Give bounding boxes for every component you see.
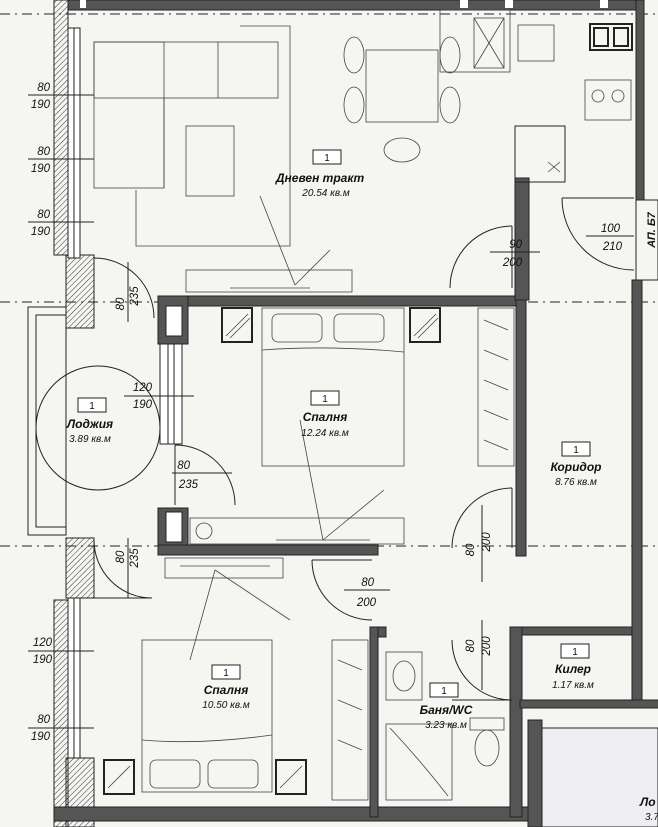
room-name: Лоджия — [66, 417, 113, 431]
dim-h: 190 — [33, 654, 53, 666]
room-area: 3.23 кв.м — [425, 720, 467, 731]
bedroom2-furniture — [103, 557, 369, 801]
dim-w: 80 — [465, 543, 477, 556]
dim-w: 80 — [37, 82, 50, 94]
room-number: 1 — [441, 686, 447, 697]
dim-h: 190 — [31, 99, 51, 111]
dim-h: 190 — [31, 731, 51, 743]
dim-w: 90 — [509, 239, 522, 251]
dim-h: 190 — [133, 399, 153, 411]
room-number: 1 — [322, 394, 328, 405]
room-name: Ло — [639, 795, 656, 809]
room-tag-loggia: 1 Лоджия 3.89 кв.м — [66, 397, 113, 445]
dim-w: 100 — [601, 223, 621, 235]
room-tag-bedroom-1: 1 Спалня 12.24 кв.м — [301, 390, 349, 439]
apartment-label: АП. Б7 — [646, 211, 658, 248]
dim-h: 200 — [356, 597, 377, 609]
dim-w: 80 — [37, 209, 50, 221]
bathroom-furniture — [385, 651, 505, 801]
dim-w: 80 — [465, 639, 477, 652]
dim-h: 200 — [481, 636, 493, 657]
dim-w: 120 — [33, 637, 53, 649]
room-name: Баня/WC — [420, 703, 473, 717]
living-furniture — [93, 9, 633, 293]
room-number: 1 — [324, 153, 330, 164]
dim-h: 200 — [481, 532, 493, 553]
loggia-windows — [159, 343, 183, 445]
dim-h: 235 — [129, 286, 141, 307]
room-name: Спалня — [303, 410, 348, 424]
room-area: 12.24 кв.м — [301, 428, 349, 439]
room-number: 1 — [89, 401, 95, 412]
dim-h: 190 — [31, 226, 51, 238]
dim-h: 235 — [129, 548, 141, 569]
dimension-lines — [28, 94, 634, 729]
interior-walls — [157, 125, 658, 827]
dim-w: 80 — [361, 577, 374, 589]
dim-w: 120 — [133, 382, 153, 394]
dim-w: 80 — [115, 550, 127, 563]
exterior-walls — [53, 0, 645, 827]
dim-h: 200 — [502, 257, 523, 269]
room-tag-bathroom: 1 Баня/WC 3.23 кв.м — [420, 682, 473, 731]
room-number: 1 — [223, 668, 229, 679]
room-area: 1.17 кв.м — [552, 680, 594, 691]
room-name: Дневен тракт — [275, 171, 365, 185]
dim-h: 190 — [31, 163, 51, 175]
room-tag-pantry: 1 Килер 1.17 кв.м — [552, 643, 594, 691]
bedroom1-furniture — [189, 307, 515, 545]
dim-w: 80 — [177, 460, 190, 472]
left-windows — [67, 27, 81, 759]
room-area: 3.89 кв.м — [69, 434, 111, 445]
room-name: Коридор — [551, 460, 602, 474]
room-area: 3.7 — [645, 812, 658, 823]
room-tag-loggia-2: Ло 3.7 — [639, 795, 658, 823]
room-number: 1 — [572, 647, 578, 658]
room-area: 8.76 кв.м — [555, 477, 597, 488]
room-area: 20.54 кв.м — [301, 188, 350, 199]
room-name: Спалня — [204, 683, 249, 697]
room-tag-corridor: 1 Коридор 8.76 кв.м — [551, 441, 602, 488]
dim-h: 235 — [178, 479, 199, 491]
dim-w: 80 — [115, 297, 127, 310]
dim-w: 80 — [37, 714, 50, 726]
room-tag-living: 1 Дневен тракт 20.54 кв.м — [275, 149, 365, 199]
dimension-labels: 80 190 80 190 80 190 80 235 120 190 80 2… — [31, 82, 623, 743]
dim-w: 80 — [37, 146, 50, 158]
room-area: 10.50 кв.м — [202, 700, 250, 711]
loggia — [27, 306, 161, 536]
dim-h: 210 — [602, 241, 623, 253]
room-number: 1 — [573, 445, 579, 456]
room-name: Килер — [555, 662, 591, 676]
room-tag-bedroom-2: 1 Спалня 10.50 кв.м — [202, 664, 250, 711]
doors — [93, 197, 635, 701]
